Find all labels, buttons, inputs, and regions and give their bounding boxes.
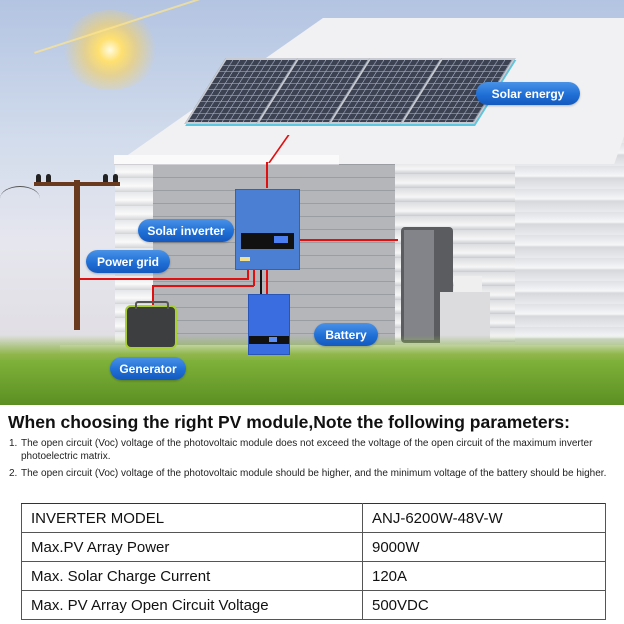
note-item: 2. The open circuit (Voc) voltage of the…: [9, 468, 614, 481]
spec-value: 9000W: [362, 532, 606, 562]
wire-segment: [247, 268, 249, 280]
wire-segment: [152, 285, 154, 307]
power-line-wire: [0, 186, 40, 211]
note-text: The open circuit (Voc) voltage of the ph…: [21, 468, 607, 479]
wire-generator-to-inverter: [152, 285, 254, 287]
refrigerator-icon: [401, 227, 453, 343]
label-generator: Generator: [110, 357, 186, 380]
spec-label: Max.PV Array Power: [21, 532, 363, 562]
utility-pole-crossarm: [34, 182, 120, 186]
note-number: 1.: [9, 438, 18, 449]
note-item: 1. The open circuit (Voc) voltage of the…: [9, 438, 614, 463]
label-battery: Battery: [314, 323, 378, 346]
insulator-icon: [113, 174, 118, 182]
spec-label: Max. PV Array Open Circuit Voltage: [21, 590, 363, 620]
label-solar-energy: Solar energy: [476, 82, 580, 105]
note-number: 2.: [9, 468, 18, 479]
utility-pole-icon: [74, 180, 80, 330]
insulator-icon: [103, 174, 108, 182]
label-solar-inverter: Solar inverter: [138, 219, 234, 242]
battery-device: [248, 294, 290, 355]
wire-segment: [253, 268, 255, 286]
wire-inverter-to-load: [298, 239, 398, 241]
grass-foreground: [0, 360, 624, 405]
sun-icon: [60, 10, 160, 90]
table-row: Max.PV Array Power 9000W: [21, 532, 606, 562]
solar-inverter-device: [235, 189, 300, 270]
solar-system-illustration: Solar energy Solar inverter Power grid B…: [0, 0, 624, 405]
spec-value: 120A: [362, 561, 606, 591]
spec-value: ANJ-6200W-48V-W: [362, 503, 606, 533]
section-heading: When choosing the right PV module,Note t…: [8, 412, 570, 432]
table-row: Max. PV Array Open Circuit Voltage 500VD…: [21, 590, 606, 620]
wire-grid-to-inverter: [80, 278, 248, 280]
insulator-icon: [36, 174, 41, 182]
spec-table: INVERTER MODEL ANJ-6200W-48V-W Max.PV Ar…: [21, 503, 606, 620]
solar-panel-array: [184, 58, 516, 124]
notes-list: 1. The open circuit (Voc) voltage of the…: [9, 438, 614, 486]
table-row: Max. Solar Charge Current 120A: [21, 561, 606, 591]
spec-label: Max. Solar Charge Current: [21, 561, 363, 591]
table-row: INVERTER MODEL ANJ-6200W-48V-W: [21, 503, 606, 533]
spec-label: INVERTER MODEL: [21, 503, 363, 533]
roof-edge: [114, 155, 339, 165]
note-text: The open circuit (Voc) voltage of the ph…: [21, 438, 593, 462]
label-power-grid: Power grid: [86, 250, 170, 273]
wire-panel-to-inverter: [266, 162, 268, 188]
wire-battery-negative: [260, 268, 262, 294]
wire-battery-positive: [266, 268, 268, 294]
spec-value: 500VDC: [362, 590, 606, 620]
insulator-icon: [46, 174, 51, 182]
microwave-icon: [454, 276, 482, 292]
generator-device: [125, 301, 177, 349]
